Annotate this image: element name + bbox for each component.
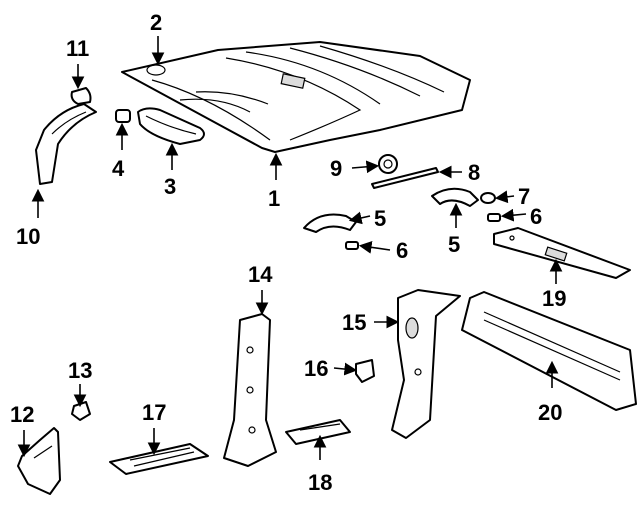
callout-18: 18 <box>308 470 332 495</box>
callout-13: 13 <box>68 358 92 383</box>
lower-trim-part <box>17 427 61 495</box>
rear-header-trim-part <box>493 227 631 279</box>
callout-17: 17 <box>142 400 166 425</box>
callout-12: 12 <box>10 402 34 427</box>
callout-11: 11 <box>66 36 89 61</box>
callout-3: 3 <box>164 174 176 199</box>
side-panel-trim-part <box>461 291 637 411</box>
center-pillar-trim-part <box>223 313 277 467</box>
callout-15: 15 <box>342 310 366 335</box>
pillar-trim-part <box>35 103 97 185</box>
callout-1: 1 <box>268 186 280 211</box>
callout-9: 9 <box>330 156 342 181</box>
sill-plate-part <box>109 443 209 475</box>
callout-labels: 1 2 3 4 5 5 6 6 7 8 9 10 11 12 13 14 15 … <box>10 10 566 495</box>
callout-20: 20 <box>538 400 562 425</box>
retainer-part <box>71 401 91 421</box>
callout-14: 14 <box>248 262 273 287</box>
callout-5b: 5 <box>448 232 460 257</box>
retainer-clip-part <box>70 87 92 105</box>
bracket-part <box>355 359 375 383</box>
sun-visor-part <box>137 107 205 145</box>
assist-handle-part <box>303 213 357 233</box>
callout-6a: 6 <box>396 238 408 263</box>
visor-clip-part <box>115 109 131 123</box>
step-plate-part <box>285 419 351 445</box>
screw-part <box>345 241 359 250</box>
callout-8: 8 <box>468 160 480 185</box>
screw-part <box>487 213 501 222</box>
callout-16: 16 <box>304 356 328 381</box>
callout-4: 4 <box>112 156 125 181</box>
callout-2: 2 <box>150 10 162 35</box>
callout-6b: 6 <box>530 204 542 229</box>
callout-10: 10 <box>16 224 40 249</box>
strip-part <box>371 167 439 189</box>
callout-19: 19 <box>542 286 566 311</box>
rear-pillar-trim-part <box>391 289 461 439</box>
callout-7: 7 <box>518 184 530 209</box>
leader-lines <box>17 36 563 460</box>
dome-lamp-part <box>378 154 398 174</box>
cap-part <box>480 192 496 204</box>
callout-5a: 5 <box>374 206 386 231</box>
assist-handle-part <box>431 187 479 207</box>
